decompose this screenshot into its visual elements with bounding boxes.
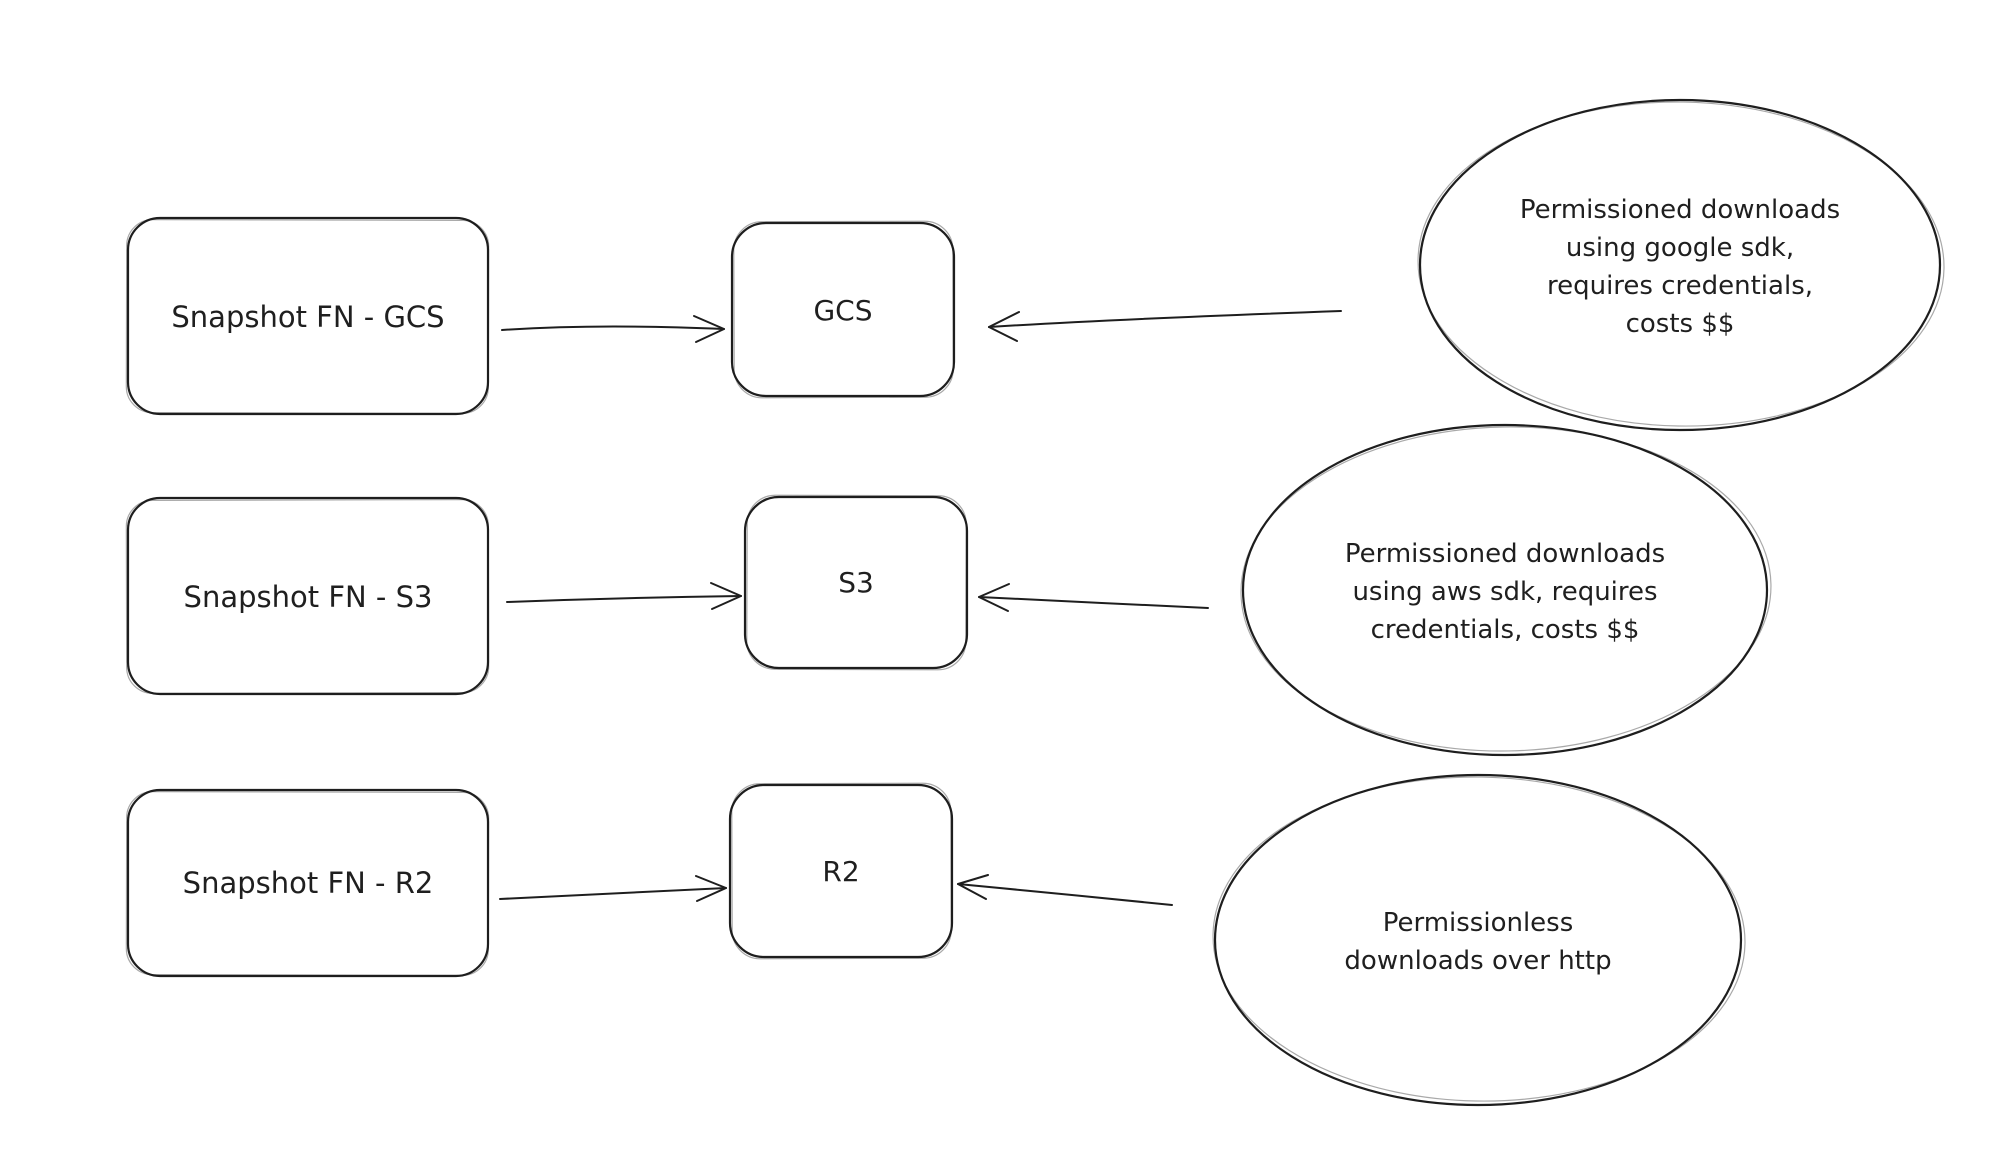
arrow-note-to-r2	[957, 874, 1173, 906]
note-line: Permissioned downloads	[1345, 539, 1665, 569]
arrowhead-right-icon	[710, 582, 742, 610]
arrow-line	[988, 310, 1342, 328]
note-line: using google sdk,	[1566, 233, 1794, 263]
note-line: credentials, costs $$	[1371, 615, 1640, 645]
node-label-r2: R2	[822, 855, 859, 888]
note-line: downloads over http	[1344, 946, 1611, 976]
node-gcs: GCS	[730, 220, 956, 399]
row-gcs: Snapshot FN - GCS GCS Permissioned downl…	[125, 98, 1945, 432]
arrowhead-right-icon	[693, 315, 725, 343]
sketch-echo-stroke	[733, 220, 954, 399]
arrow-snapshot-fn-r2-to-r2	[499, 875, 727, 902]
sketch-echo-stroke	[1417, 101, 1945, 427]
node-snapshot-fn-s3: Snapshot FN - S3	[125, 496, 490, 696]
note-line: Permissioned downloads	[1520, 195, 1840, 225]
sketch-echo-stroke	[1212, 776, 1746, 1102]
rounded-rect-shape	[126, 496, 490, 696]
rounded-rect-shape	[728, 783, 954, 959]
note-ellipse-s3: Permissioned downloads using aws sdk, re…	[1240, 423, 1772, 757]
sketch-echo-stroke	[125, 218, 490, 415]
note-ellipse-r2: Permissionless downloads over http	[1212, 773, 1746, 1107]
arrow-snapshot-fn-s3-to-s3	[506, 582, 742, 610]
arrowhead-left-icon	[957, 874, 989, 900]
sketch-echo-stroke	[1240, 426, 1772, 752]
ellipse-shape	[1418, 98, 1942, 432]
node-r2: R2	[728, 782, 954, 960]
rounded-rect-shape	[730, 221, 956, 398]
row-s3: Snapshot FN - S3 S3 Permissioned downloa…	[125, 423, 1772, 757]
arrow-note-to-gcs	[988, 310, 1342, 342]
node-label-snapshot-fn-gcs: Snapshot FN - GCS	[171, 300, 444, 334]
rounded-rect-shape	[126, 216, 490, 416]
row-r2: Snapshot FN - R2 R2 Permissionless downl…	[125, 773, 1746, 1107]
arrowhead-left-icon	[988, 311, 1020, 342]
node-snapshot-fn-gcs: Snapshot FN - GCS	[125, 216, 490, 416]
arrow-note-to-s3	[978, 583, 1209, 612]
sketch-echo-stroke	[731, 782, 952, 960]
note-ellipse-gcs: Permissioned downloads using google sdk,…	[1417, 98, 1945, 432]
rounded-rect-shape	[743, 495, 969, 670]
node-snapshot-fn-r2: Snapshot FN - R2	[125, 788, 490, 978]
arrow-line	[506, 595, 742, 603]
ellipse-shape	[1241, 423, 1769, 757]
note-line: using aws sdk, requires	[1352, 577, 1657, 607]
note-line: requires credentials,	[1547, 271, 1813, 301]
sketch-echo-stroke	[125, 790, 490, 977]
arrow-line	[499, 887, 727, 900]
ellipse-shape	[1213, 773, 1743, 1107]
note-line: Permissionless	[1383, 908, 1574, 938]
node-label-snapshot-fn-r2: Snapshot FN - R2	[183, 866, 434, 900]
node-label-s3: S3	[838, 566, 874, 599]
note-line: costs $$	[1626, 309, 1735, 339]
node-s3: S3	[743, 494, 969, 671]
sketch-echo-stroke	[746, 494, 967, 671]
arrow-line	[501, 325, 725, 331]
arrow-line	[957, 883, 1173, 906]
arrow-snapshot-fn-gcs-to-gcs	[501, 315, 725, 343]
sketch-echo-stroke	[125, 498, 490, 695]
rounded-rect-shape	[126, 788, 490, 978]
arrowhead-right-icon	[695, 875, 727, 902]
node-label-snapshot-fn-s3: Snapshot FN - S3	[184, 580, 433, 614]
arrow-line	[978, 596, 1209, 609]
node-label-gcs: GCS	[813, 294, 872, 327]
arrowhead-left-icon	[978, 583, 1010, 612]
